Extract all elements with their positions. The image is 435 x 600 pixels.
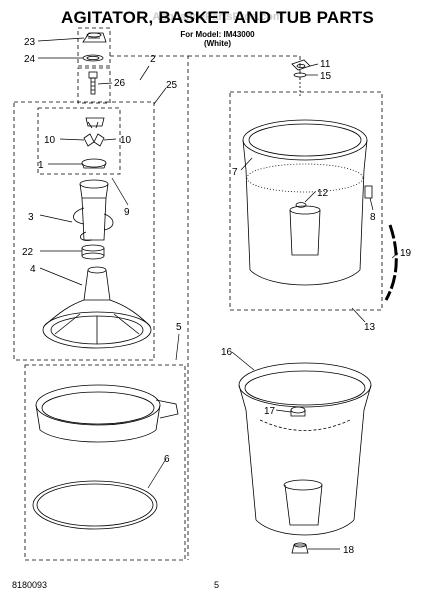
color-line: (White) <box>203 39 232 48</box>
callout-15: 15 <box>320 71 332 82</box>
frame-26 <box>77 67 111 104</box>
callout-22: 22 <box>22 247 34 258</box>
frame-25 <box>13 101 155 361</box>
part-15-washer <box>293 72 307 96</box>
callout-11: 11 <box>320 59 331 70</box>
callout-8: 8 <box>370 212 376 223</box>
part-9-dog-assembly <box>81 117 107 169</box>
part-8-clip <box>364 185 373 199</box>
callout-10-right: 10 <box>120 135 132 146</box>
frame-9 <box>37 107 121 175</box>
callout-1: 1 <box>38 160 44 171</box>
doc-number: 8180093 <box>12 580 48 590</box>
callout-24: 24 <box>24 54 36 65</box>
part-11-spanner-nut <box>291 59 311 71</box>
callout-6: 6 <box>164 454 170 465</box>
part-6-tub-ring <box>32 480 158 530</box>
part-16-outer-tub <box>238 362 372 536</box>
page-title: AGITATOR, BASKET AND TUB PARTS <box>61 8 374 27</box>
callout-5: 5 <box>176 322 182 333</box>
part-5-balance-ring <box>35 384 179 443</box>
callout-12: 12 <box>317 188 329 199</box>
callout-4: 4 <box>30 264 36 275</box>
callout-18: 18 <box>343 545 355 556</box>
callout-7: 7 <box>232 167 238 178</box>
connector-line-2 <box>188 55 301 80</box>
part-22-bearing <box>81 244 105 260</box>
callout-25: 25 <box>166 80 178 91</box>
frame-13 <box>229 91 383 311</box>
part-23-agitator-cap <box>82 32 107 43</box>
part-12-hub <box>295 202 307 208</box>
frame-23-24 <box>77 27 111 67</box>
part-7-basket <box>242 119 368 286</box>
group-frames <box>13 27 383 561</box>
callout-9: 9 <box>124 207 130 218</box>
leader-lines <box>37 37 399 550</box>
part-26-bolt <box>88 71 98 95</box>
callout-10-left: 10 <box>44 135 56 146</box>
callout-3: 3 <box>28 212 34 223</box>
callout-16: 16 <box>221 347 233 358</box>
callout-23: 23 <box>24 37 36 48</box>
callout-13: 13 <box>364 322 376 333</box>
model-line: For Model: IM43000 <box>180 30 255 39</box>
part-18-drain-fitting <box>291 542 309 554</box>
part-17-hub <box>290 406 306 417</box>
frame-5 <box>24 364 186 561</box>
watermark: AppliancePartsPros.com <box>152 11 283 23</box>
callout-19: 19 <box>400 248 412 259</box>
callout-2: 2 <box>150 54 156 65</box>
page-number: 5 <box>214 580 220 590</box>
part-3-auger <box>73 179 114 241</box>
callout-26: 26 <box>114 78 126 89</box>
connector-line <box>110 55 189 560</box>
part-4-agitator-base <box>42 266 152 349</box>
callout-17: 17 <box>264 406 276 417</box>
part-24-washer <box>82 54 104 62</box>
part-19-hose <box>384 224 398 301</box>
